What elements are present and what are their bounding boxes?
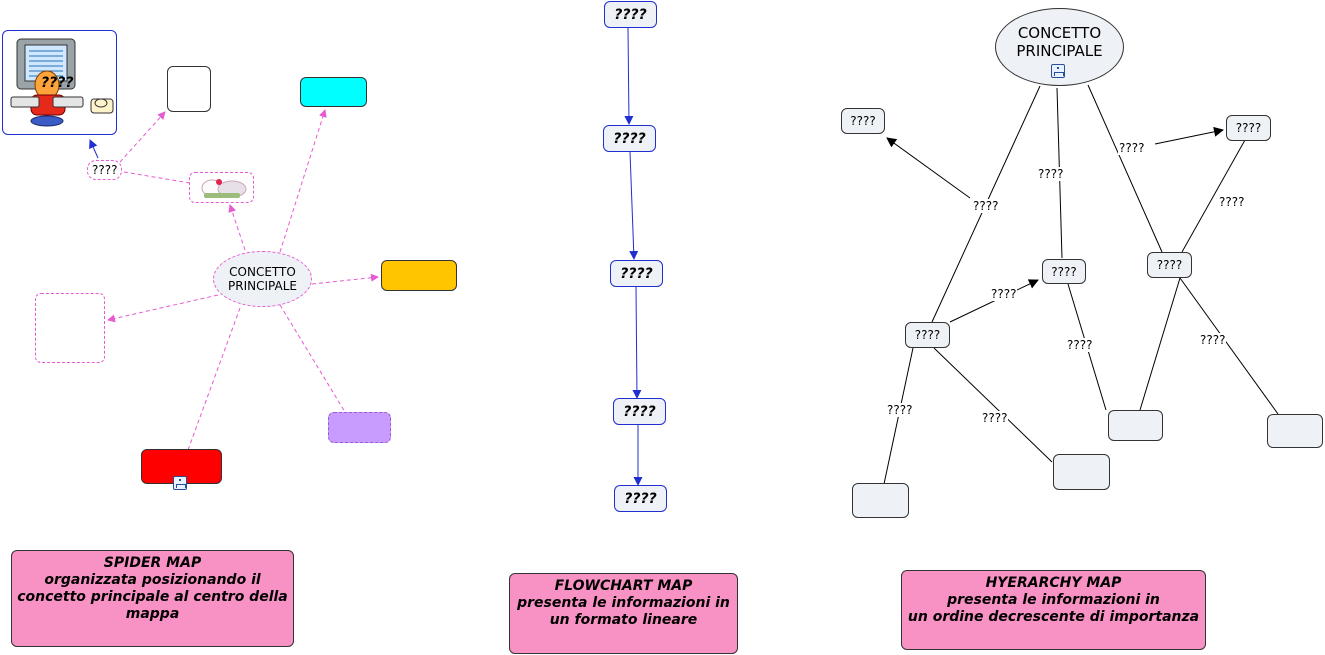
hierarchy-node-top-right[interactable]: ???? bbox=[1226, 115, 1271, 141]
hierarchy-link-label[interactable]: ???? bbox=[886, 403, 914, 417]
spider-link-label[interactable]: ???? bbox=[87, 160, 123, 180]
hierarchy-link-label[interactable]: ???? bbox=[981, 411, 1009, 425]
hierarchy-center-label: CONCETTO PRINCIPALE bbox=[1016, 24, 1103, 60]
flowchart-node-5[interactable]: ???? bbox=[614, 485, 667, 512]
hierarchy-link-label[interactable]: ???? bbox=[990, 287, 1018, 301]
spider-center-concept[interactable]: CONCETTO PRINCIPALE bbox=[213, 251, 312, 307]
spider-orange-box[interactable] bbox=[381, 260, 457, 291]
caption-title: SPIDER MAP bbox=[103, 555, 202, 571]
caption-line: un ordine decrescente di importanza bbox=[907, 609, 1200, 625]
spider-cyan-box[interactable] bbox=[300, 77, 367, 107]
spider-lavender-box[interactable] bbox=[328, 412, 391, 443]
hierarchy-node-top-left[interactable]: ???? bbox=[841, 108, 885, 134]
spider-links bbox=[107, 109, 379, 451]
hierarchy-node-left-mid[interactable]: ???? bbox=[905, 322, 950, 348]
flowchart-node-2[interactable]: ???? bbox=[603, 125, 656, 152]
caption-line: mappa bbox=[125, 606, 180, 622]
hierarchy-link-label[interactable]: ???? bbox=[1066, 338, 1094, 352]
hierarchy-link-label[interactable]: ???? bbox=[972, 199, 1000, 213]
submap-icon[interactable] bbox=[1051, 64, 1065, 78]
computer-user-clipart bbox=[10, 38, 113, 126]
hierarchy-empty-box-2[interactable] bbox=[1267, 414, 1323, 448]
hierarchy-node-mid[interactable]: ???? bbox=[1042, 259, 1086, 284]
hierarchy-link-label[interactable]: ???? bbox=[1118, 141, 1146, 155]
flowchart-links bbox=[624, 27, 643, 486]
caption-line: un formato lineare bbox=[549, 612, 698, 628]
spider-empty-dashed-box[interactable] bbox=[35, 293, 105, 363]
caption-title: HYERARCHY MAP bbox=[985, 575, 1122, 591]
hierarchy-map-caption: HYERARCHY MAP presenta le informazioni i… bbox=[901, 570, 1206, 650]
hierarchy-link-label[interactable]: ???? bbox=[1199, 333, 1227, 347]
caption-line: presenta le informazioni in bbox=[947, 592, 1160, 608]
caption-line: presenta le informazioni in bbox=[517, 595, 730, 611]
hierarchy-empty-box-4[interactable] bbox=[852, 483, 909, 518]
flowchart-node-1[interactable]: ???? bbox=[604, 1, 657, 28]
hierarchy-link-label[interactable]: ???? bbox=[1037, 167, 1065, 181]
hierarchy-link-label[interactable]: ???? bbox=[1218, 195, 1246, 209]
caption-title: FLOWCHART MAP bbox=[554, 578, 693, 594]
hierarchy-links bbox=[883, 84, 1279, 485]
flowchart-node-4[interactable]: ???? bbox=[613, 398, 666, 425]
flowchart-node-3[interactable]: ???? bbox=[610, 260, 663, 287]
spider-map-caption: SPIDER MAP organizzata posizionando il c… bbox=[11, 550, 294, 647]
clipart-frame[interactable]: ???? bbox=[2, 30, 117, 135]
hierarchy-empty-box-3[interactable] bbox=[1053, 454, 1110, 490]
flowchart-map-caption: FLOWCHART MAP presenta le informazioni i… bbox=[509, 573, 738, 654]
submap-icon[interactable] bbox=[173, 476, 187, 490]
clipart-label: ???? bbox=[41, 75, 74, 91]
hierarchy-empty-box-1[interactable] bbox=[1108, 410, 1163, 441]
caption-line: organizzata posizionando il bbox=[44, 572, 261, 588]
hello-kitty-image[interactable] bbox=[189, 172, 254, 203]
spider-white-box[interactable] bbox=[167, 66, 211, 112]
caption-line: concetto principale al centro della bbox=[17, 589, 288, 605]
hierarchy-node-right-mid[interactable]: ???? bbox=[1147, 252, 1192, 278]
hello-kitty-icon bbox=[201, 178, 246, 198]
